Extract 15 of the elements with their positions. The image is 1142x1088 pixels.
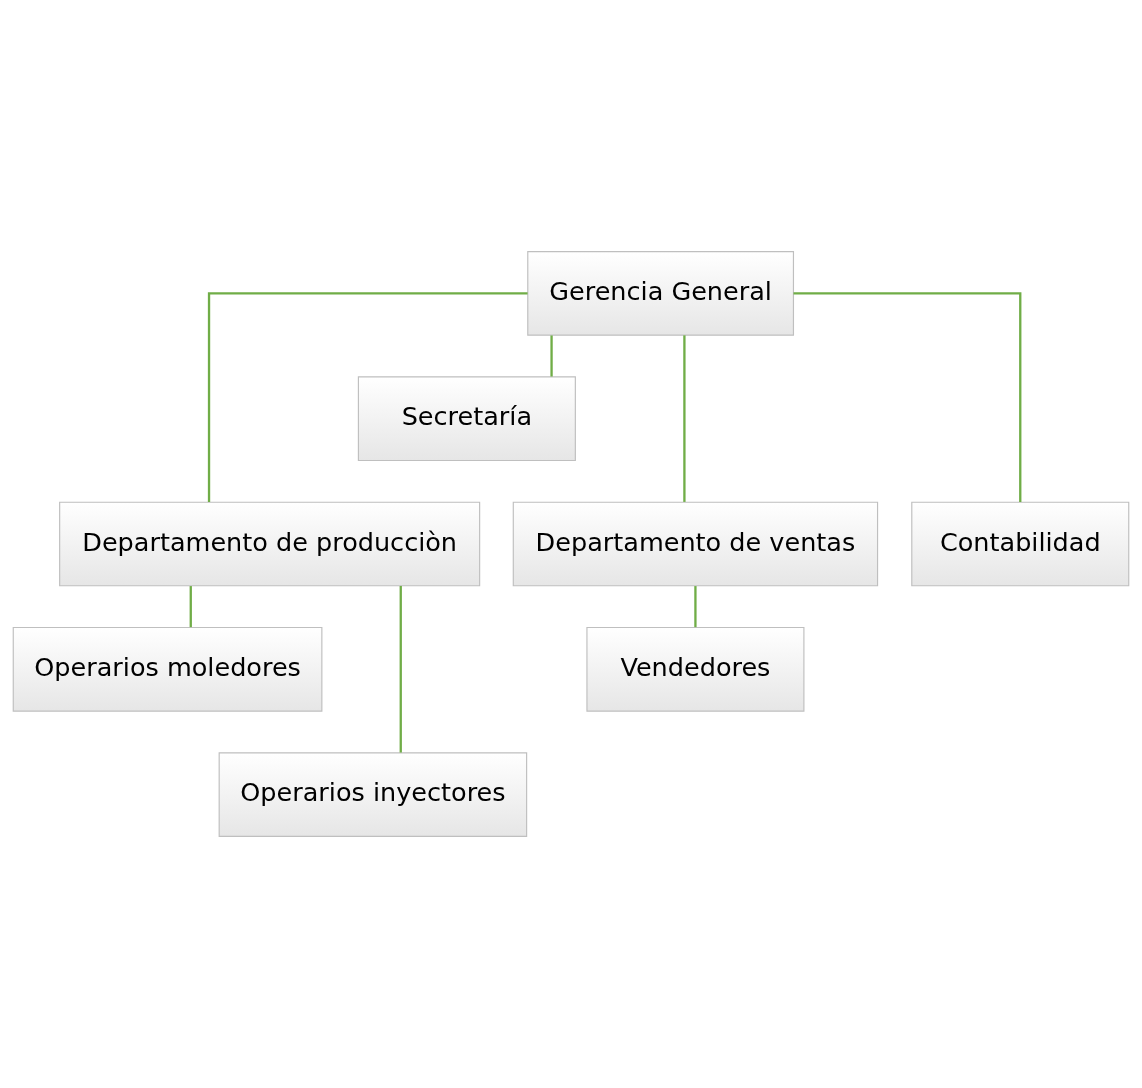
node-box: Secretaría bbox=[357, 376, 576, 462]
node-box: Contabilidad bbox=[911, 501, 1130, 587]
connector bbox=[683, 335, 686, 502]
connector bbox=[694, 586, 697, 628]
node-box: Vendedores bbox=[586, 626, 805, 712]
connector bbox=[399, 585, 402, 753]
node-box: Operarios moledores bbox=[12, 626, 323, 712]
node-box: Departamento de ventas bbox=[512, 501, 879, 587]
connector bbox=[550, 335, 553, 377]
connector bbox=[189, 586, 192, 628]
node-box: Operarios inyectores bbox=[218, 752, 528, 837]
node-box: Departamento de producciòn bbox=[59, 501, 481, 587]
connector bbox=[207, 292, 528, 503]
connector bbox=[793, 292, 1022, 503]
node-box: Gerencia General bbox=[527, 251, 795, 336]
